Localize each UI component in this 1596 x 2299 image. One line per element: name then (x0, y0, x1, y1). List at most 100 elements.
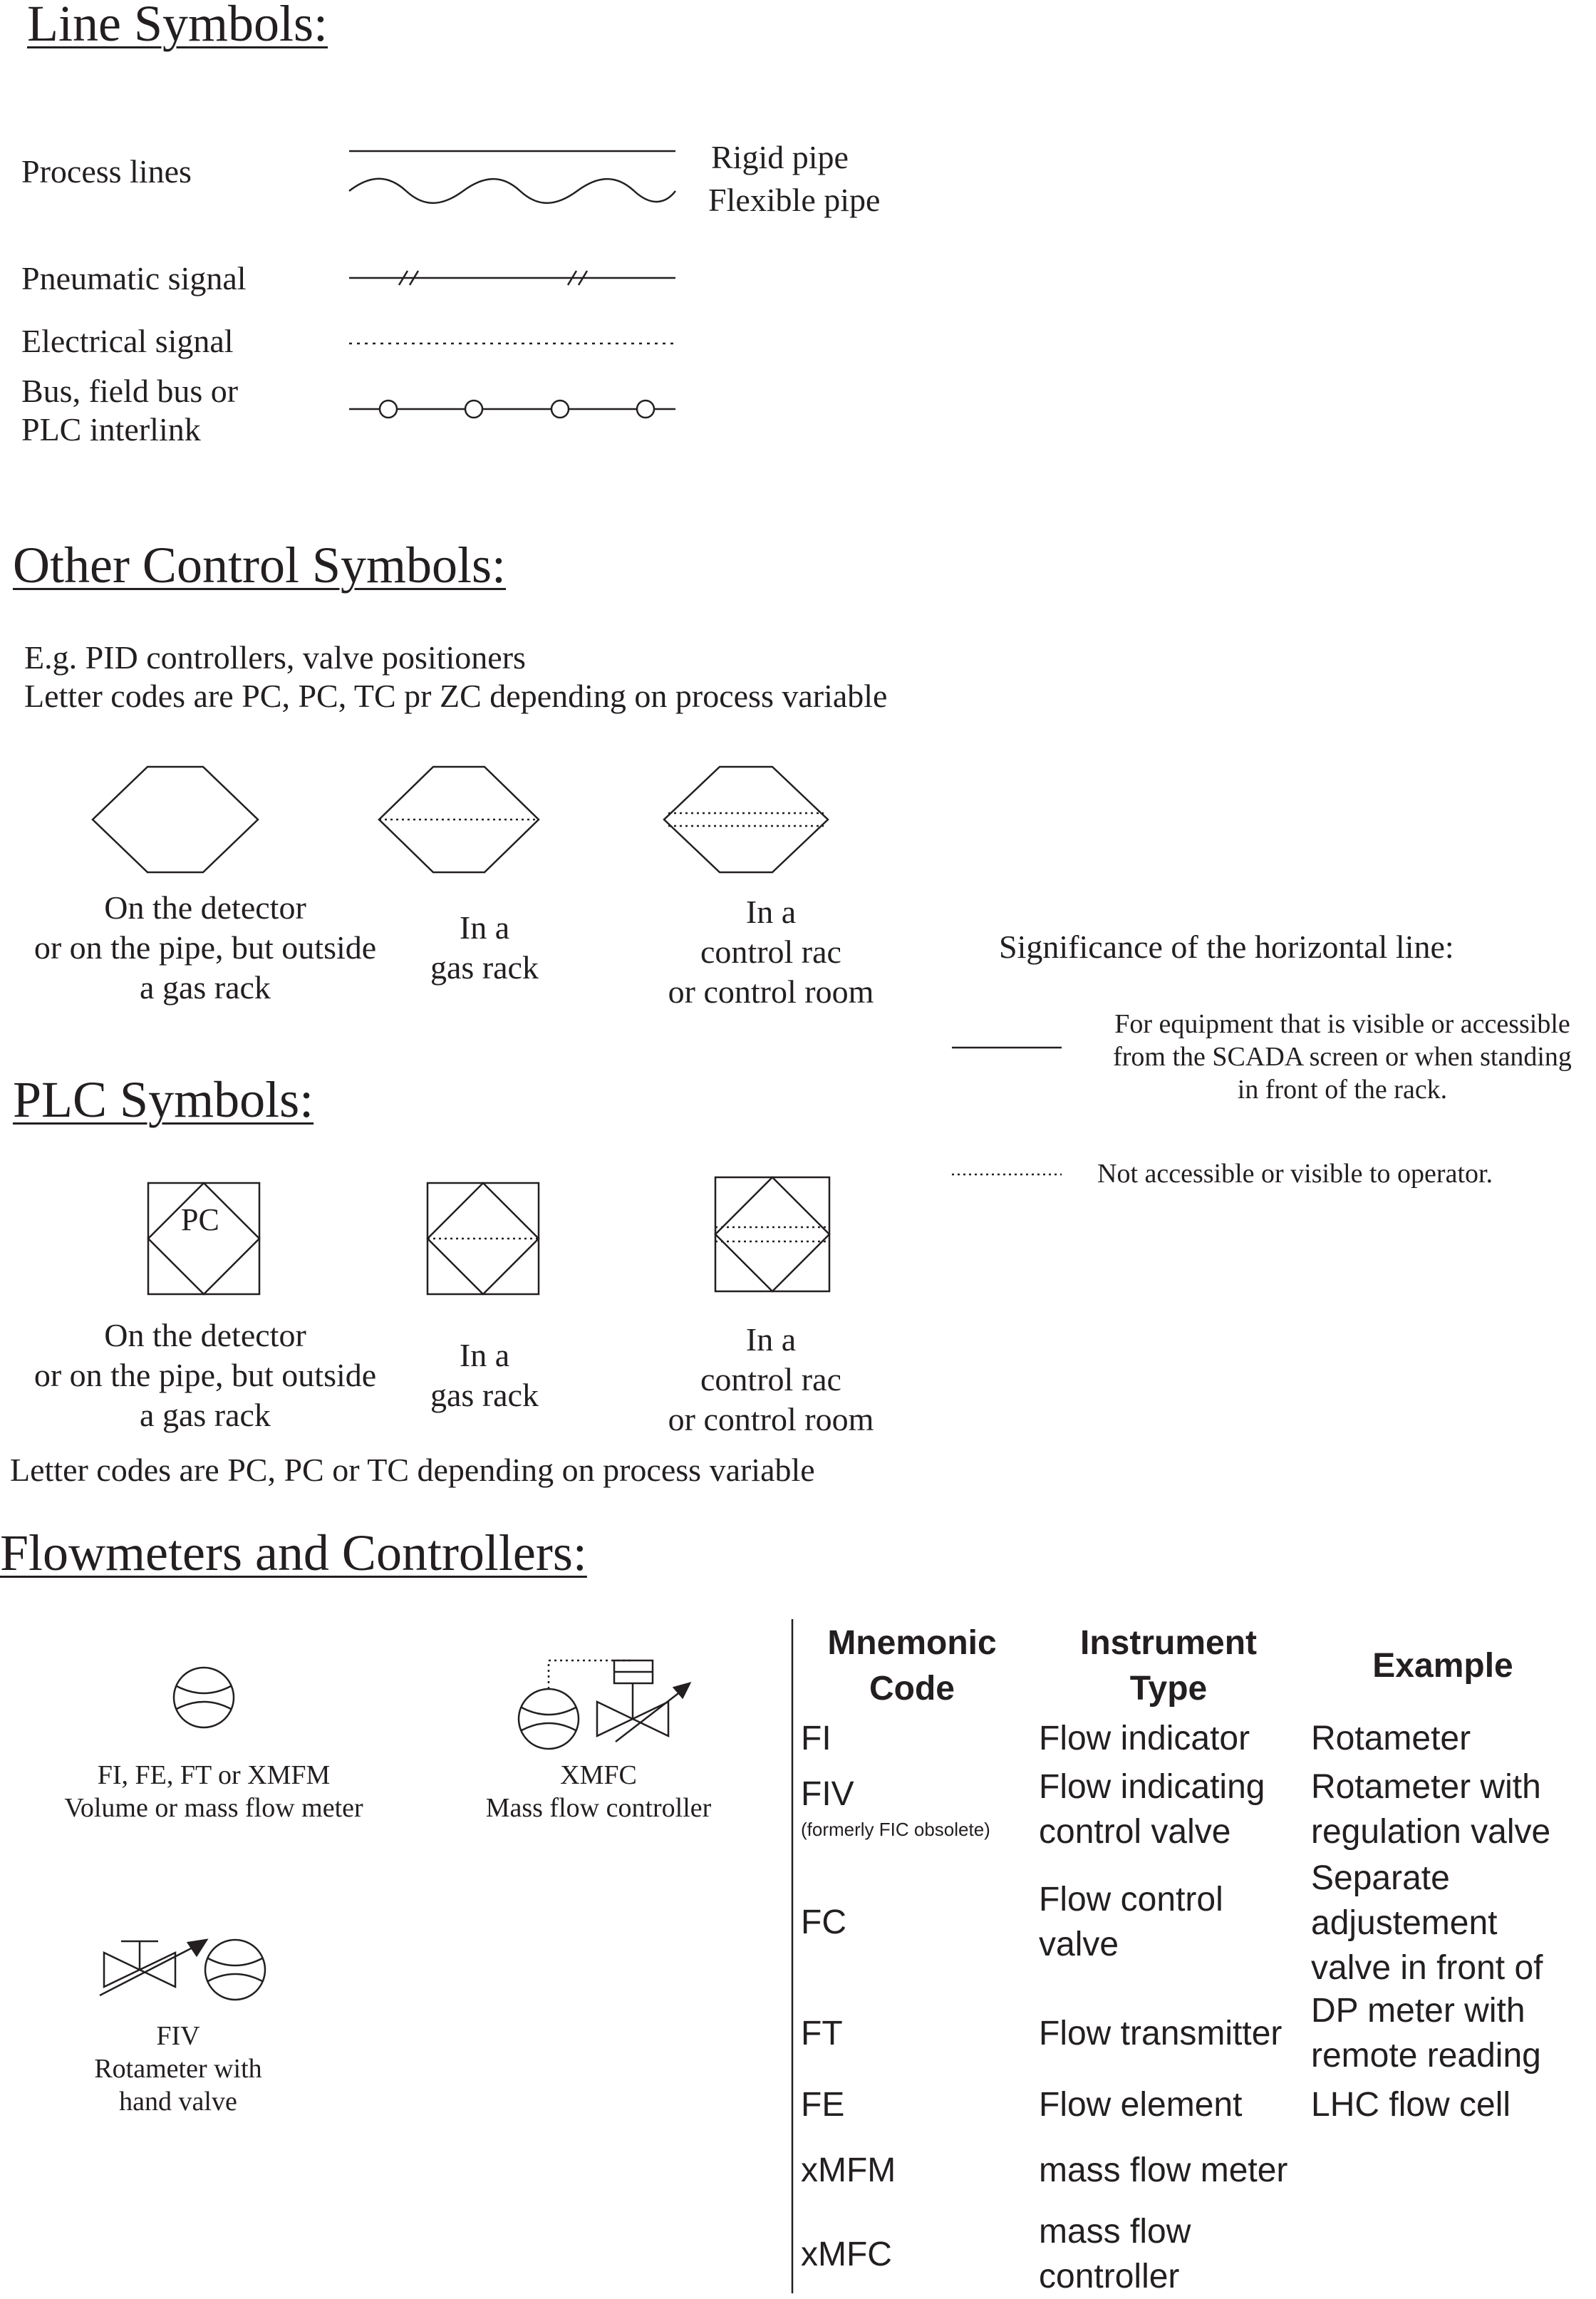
hexagon-detector-caption: On the detector or on the pipe, but outs… (0, 888, 410, 1008)
caption-line: gas rack (430, 949, 539, 986)
caption-line: or control room (668, 1401, 874, 1437)
cell-line: valve (1039, 1926, 1119, 1963)
fiv-caption: FIV Rotameter with hand valve (43, 2020, 314, 2118)
flow-meter-caption: FI, FE, FT or XMFM Volume or mass flow m… (21, 1759, 406, 1824)
flowmeters-heading: Flowmeters and Controllers: (0, 1524, 587, 1581)
cell-line: control valve (1039, 1813, 1231, 1851)
fiv-valve-icon (100, 1940, 265, 2000)
table-cell-code: FC (801, 1903, 846, 1941)
process-lines-label: Process lines (21, 153, 192, 190)
dotted-line-description: Not accessible or visible to operator. (1097, 1159, 1493, 1189)
header-instrument-type: Instrument Type (1040, 1621, 1297, 1712)
other-control-heading: Other Control Symbols: (13, 537, 507, 594)
table-cell-type: Flow control valve (1039, 1877, 1223, 1967)
flexible-pipe-line (349, 179, 675, 203)
caption-line: a gas rack (140, 1397, 271, 1433)
caption-line: control rac (700, 934, 841, 970)
cell-line: Flow indicating (1039, 1768, 1265, 1806)
plc-letter-codes: Letter codes are PC, PC or TC depending … (10, 1452, 815, 1488)
pneumatic-signal-label: Pneumatic signal (21, 260, 247, 296)
table-cell-code: FE (801, 2086, 845, 2124)
electrical-signal-label: Electrical signal (21, 323, 234, 359)
bus-label-line1: Bus, field bus or (21, 373, 239, 409)
table-cell-code: xMFM (801, 2151, 896, 2189)
description-line: in front of the rack. (1237, 1075, 1448, 1105)
caption-line: a gas rack (140, 969, 271, 1006)
table-cell-example: Separate adjustement valve in front of (1311, 1856, 1543, 1990)
plc-detector-icon (148, 1183, 259, 1294)
rigid-pipe-label: Rigid pipe (711, 139, 849, 175)
table-cell-example: DP meter with remote reading (1311, 1988, 1541, 2078)
flexible-pipe-label: Flexible pipe (708, 182, 881, 218)
pc-label: PC (181, 1202, 219, 1237)
table-cell-type: Flow transmitter (1039, 2015, 1282, 2052)
table-cell-example: Rotameter with regulation valve (1311, 1765, 1550, 1854)
hexagon-gas-rack-icon (379, 767, 539, 872)
caption-line: hand valve (119, 2087, 237, 2117)
cell-line: Flow control (1039, 1881, 1223, 1918)
plc-control-room-caption: In a control rac or control room (641, 1320, 901, 1440)
description-line: For equipment that is visible or accessi… (1114, 1009, 1570, 1039)
other-control-desc-line1: E.g. PID controllers, valve positioners (24, 639, 526, 676)
caption-line: or on the pipe, but outside (33, 1357, 377, 1393)
cell-line: DP meter with (1311, 1992, 1525, 2030)
table-cell-example: Rotameter (1311, 1720, 1471, 1757)
caption-line: On the detector (104, 1317, 306, 1353)
cell-line: Rotameter with (1311, 1768, 1541, 1806)
table-cell-type: mass flow controller (1039, 2209, 1191, 2299)
caption-line: gas rack (430, 1377, 539, 1413)
table-cell-type: Flow element (1039, 2086, 1243, 2124)
caption-line: Rotameter with (94, 2054, 262, 2084)
caption-line: or control room (668, 973, 874, 1010)
solid-line-description: For equipment that is visible or accessi… (1089, 1008, 1596, 1106)
caption-line: or on the pipe, but outside (33, 929, 377, 966)
table-cell-code: FT (801, 2015, 843, 2052)
cell-line: Separate (1311, 1859, 1450, 1897)
table-cell-example: LHC flow cell (1311, 2086, 1511, 2124)
table-cell-type: Flow indicator (1039, 1720, 1250, 1757)
hexagon-gas-rack-caption: In a gas rack (406, 908, 563, 988)
table-cell-code: FIV (801, 1775, 854, 1813)
flow-meter-icon (174, 1668, 234, 1727)
caption-line: In a (459, 909, 510, 946)
mass-flow-controller-icon (519, 1660, 690, 1749)
mass-flow-controller-caption: XMFC Mass flow controller (442, 1759, 755, 1824)
pneumatic-signal-line (349, 271, 675, 285)
cell-line: remote reading (1311, 2037, 1541, 2075)
caption-line: Mass flow controller (485, 1793, 712, 1823)
table-cell-code: FI (801, 1720, 831, 1757)
description-line: from the SCADA screen or when standing (1113, 1042, 1572, 1072)
header-line: Instrument (1079, 1624, 1257, 1662)
cell-line: valve in front of (1311, 1949, 1543, 1987)
header-example: Example (1372, 1647, 1513, 1685)
cell-line: adjustement (1311, 1904, 1498, 1942)
cell-line: mass flow (1039, 2213, 1191, 2251)
caption-line: FI, FE, FT or XMFM (97, 1760, 331, 1790)
hexagon-detector-icon (93, 767, 258, 872)
table-cell-type: Flow indicating control valve (1039, 1765, 1265, 1854)
plc-detector-caption: On the detector or on the pipe, but outs… (0, 1316, 410, 1435)
caption-line: XMFC (560, 1760, 637, 1790)
caption-line: Volume or mass flow meter (64, 1793, 363, 1823)
table-cell-type: mass flow meter (1039, 2151, 1288, 2189)
header-mnemonic-code: Mnemonic Code (805, 1621, 1019, 1712)
significance-title: Significance of the horizontal line: (999, 929, 1454, 965)
cell-line: regulation valve (1311, 1813, 1551, 1851)
cell-line: controller (1039, 2258, 1180, 2295)
caption-line: FIV (156, 2021, 200, 2051)
plc-gas-rack-icon (428, 1183, 539, 1294)
other-control-desc-line2: Letter codes are PC, PC, TC pr ZC depend… (24, 678, 888, 714)
caption-line: In a (745, 1321, 797, 1358)
plc-gas-rack-caption: In a gas rack (406, 1336, 563, 1415)
header-line: Code (869, 1670, 955, 1708)
caption-line: In a (745, 894, 797, 930)
hexagon-control-room-icon (664, 767, 828, 872)
bus-line (349, 401, 675, 418)
table-cell-code-note: (formerly FIC obsolete) (801, 1819, 990, 1840)
caption-line: In a (459, 1337, 510, 1373)
header-line: Type (1129, 1670, 1208, 1708)
hexagon-control-room-caption: In a control rac or control room (641, 892, 901, 1012)
caption-line: On the detector (104, 889, 306, 926)
table-cell-code: xMFC (801, 2236, 892, 2273)
